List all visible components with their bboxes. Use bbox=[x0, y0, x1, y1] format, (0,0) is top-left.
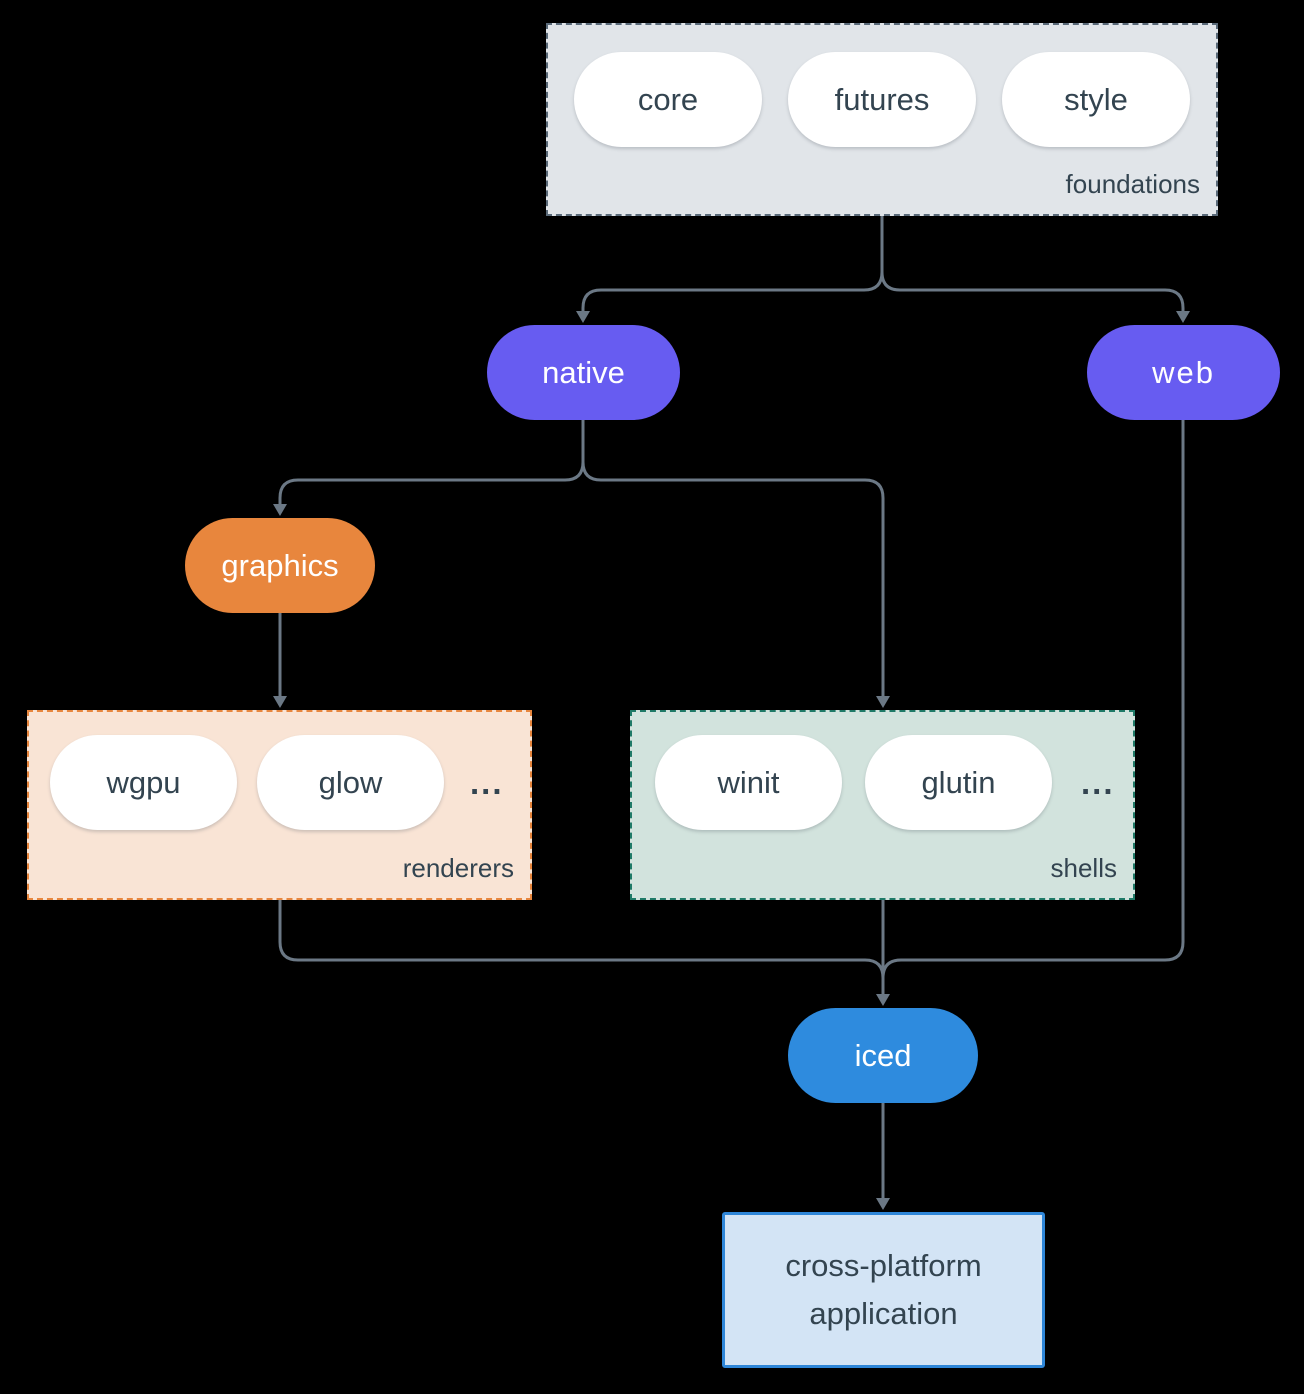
node-style: style bbox=[1002, 52, 1190, 147]
node-wgpu: wgpu bbox=[50, 735, 237, 830]
shells-group: winit glutin ... shells bbox=[630, 710, 1135, 900]
application-label-line1: cross-platform bbox=[785, 1248, 982, 1283]
node-winit: winit bbox=[655, 735, 842, 830]
renderers-pill-row: wgpu glow ... bbox=[50, 735, 504, 830]
node-glutin: glutin bbox=[865, 735, 1052, 830]
node-iced: iced bbox=[788, 1008, 978, 1103]
node-graphics: graphics bbox=[185, 518, 375, 613]
application-box: cross-platform application bbox=[722, 1212, 1045, 1368]
edge-foundations-native bbox=[576, 271, 884, 323]
node-core: core bbox=[574, 52, 762, 147]
node-native: native bbox=[487, 325, 680, 420]
renderers-label: renderers bbox=[402, 853, 514, 883]
renderers-ellipsis: ... bbox=[470, 763, 504, 801]
foundations-group: core futures style foundations bbox=[546, 23, 1218, 216]
shells-label: shells bbox=[1050, 853, 1117, 883]
edge-native-graphics bbox=[273, 461, 585, 516]
foundations-label: foundations bbox=[1065, 169, 1200, 199]
shells-ellipsis: ... bbox=[1081, 763, 1115, 801]
shells-pill-row: winit glutin ... bbox=[655, 735, 1115, 830]
node-futures: futures bbox=[788, 52, 976, 147]
edge-renderers-iced bbox=[278, 900, 885, 979]
node-glow: glow bbox=[257, 735, 444, 830]
edge-web-iced bbox=[881, 420, 1185, 979]
edge-foundations-web bbox=[880, 271, 1190, 323]
foundations-pill-row: core futures style bbox=[548, 52, 1216, 147]
renderers-group: wgpu glow ... renderers bbox=[27, 710, 532, 900]
node-web: web bbox=[1087, 325, 1280, 420]
edge-native-shells bbox=[581, 461, 890, 708]
application-label-line2: application bbox=[809, 1296, 958, 1331]
